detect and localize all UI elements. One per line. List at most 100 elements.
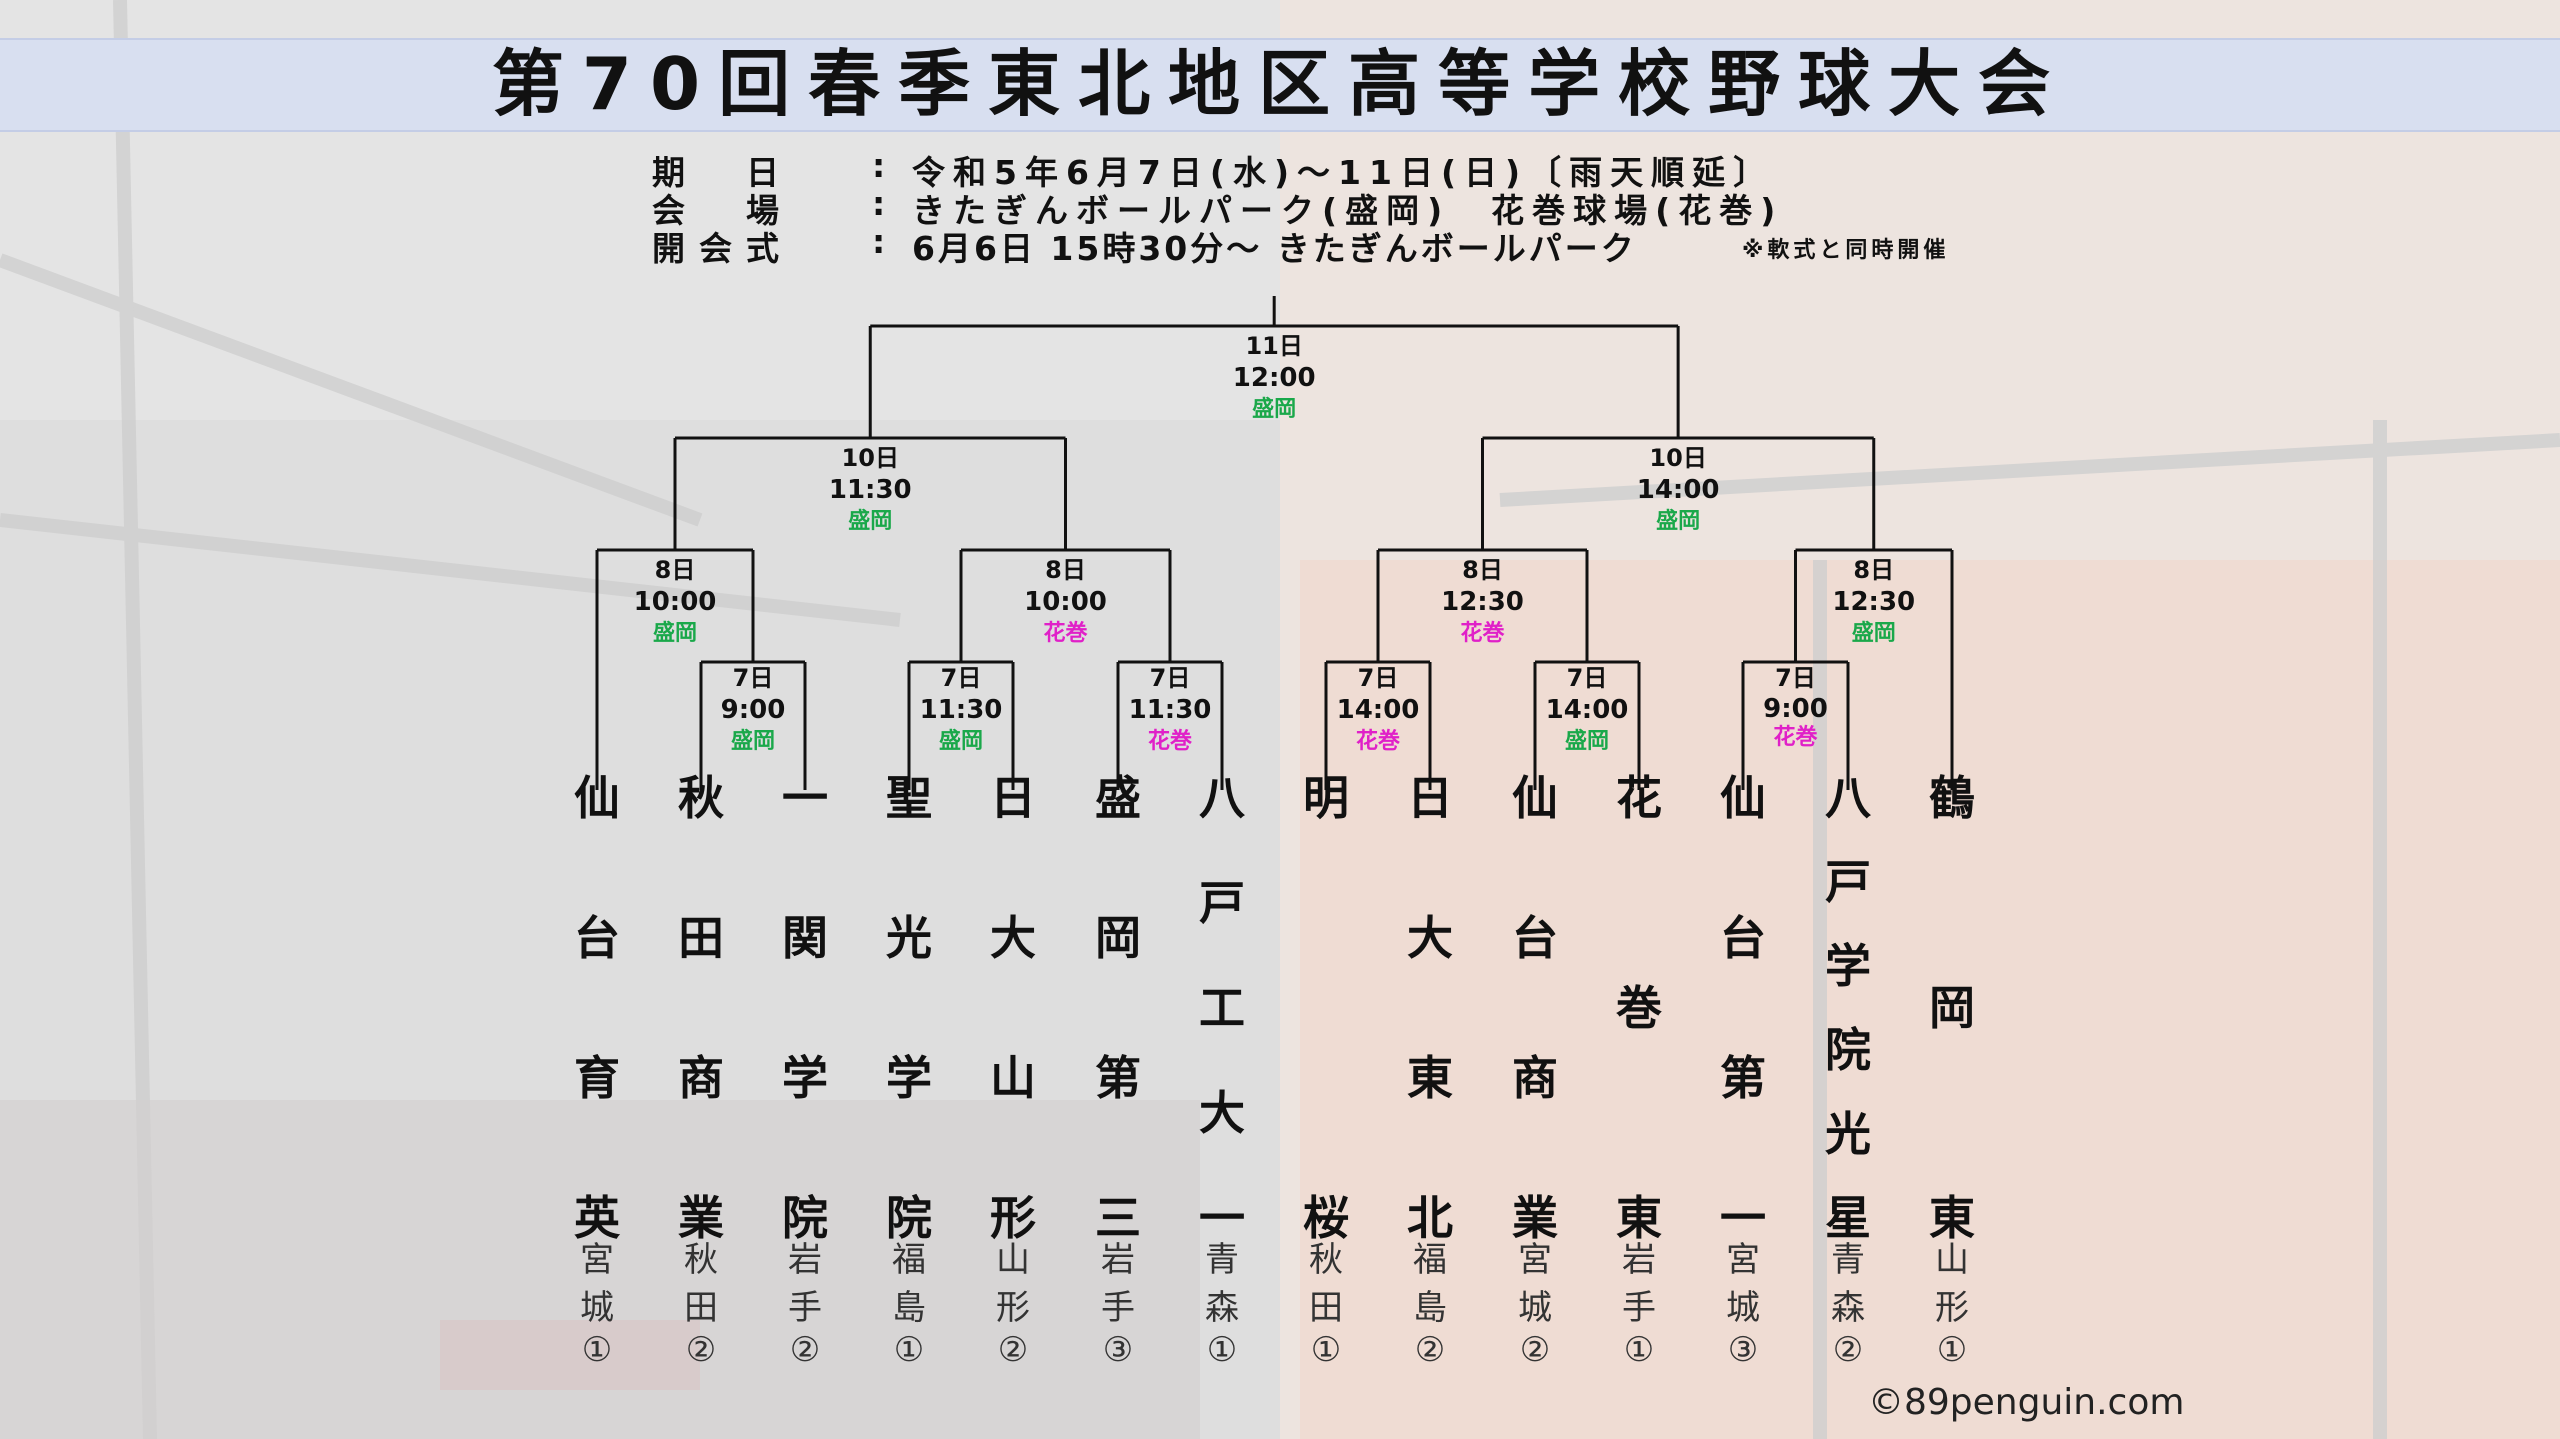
game-time-label: 9:00	[721, 695, 786, 725]
info-value-opening: 6月6日 15時30分～ きたぎんボールパーク	[912, 229, 1637, 268]
game-day-label: 11日	[1245, 332, 1302, 360]
game-venue-label: 盛岡	[848, 508, 892, 534]
team-prefecture-char: 形	[1935, 1288, 1969, 1328]
team-prefecture-char: 山	[996, 1240, 1030, 1280]
team-name-char: 東	[1929, 1191, 1975, 1245]
team-name-char: 一	[1199, 1191, 1245, 1245]
team-name-char: 東	[1616, 1191, 1662, 1245]
team-name-char: 明	[1303, 771, 1349, 825]
team-name-char: 岡	[1929, 981, 1975, 1035]
team-name-char: 工	[1199, 981, 1245, 1035]
game-venue-label: 盛岡	[1852, 620, 1896, 646]
team-seed-badge: ②	[789, 1330, 821, 1370]
game-day-label: 7日	[941, 664, 982, 692]
team-name-char: 商	[1512, 1051, 1558, 1105]
team-name-char: 巻	[1616, 981, 1662, 1035]
game-venue-label: 盛岡	[1252, 396, 1296, 422]
team-prefecture-char: 城	[1518, 1288, 1552, 1328]
game-day-label: 8日	[1462, 556, 1503, 584]
team-name-char: 大	[1407, 911, 1453, 965]
team-name-char: 光	[886, 911, 932, 965]
team-seed-badge: ①	[1310, 1330, 1342, 1370]
game-day-label: 7日	[733, 664, 774, 692]
team-prefecture-char: 福	[892, 1240, 926, 1280]
team-name-char: 北	[1407, 1191, 1453, 1245]
team-seed-badge: ①	[1623, 1330, 1655, 1370]
game-venue-label: 盛岡	[1565, 728, 1609, 754]
game-venue-label: 盛岡	[653, 620, 697, 646]
team-prefecture-char: 田	[1309, 1288, 1343, 1328]
team-name-char: 三	[1095, 1191, 1141, 1245]
team-name-char: 一	[782, 771, 828, 825]
page-title: 第70回春季東北地区高等学校野球大会	[491, 42, 2069, 126]
team-name-char: 形	[990, 1191, 1036, 1245]
team-name-char: 院	[1825, 1023, 1871, 1077]
team-name-char: 花	[1616, 771, 1662, 825]
game-time-label: 10:00	[1024, 587, 1107, 617]
game-day-label: 10日	[842, 444, 899, 472]
team-name-char: 八	[1199, 771, 1245, 825]
team-name-char: 台	[1512, 911, 1558, 965]
copyright-text: ©89penguin.com	[1868, 1382, 2185, 1423]
team-prefecture-char: 秋	[1309, 1240, 1343, 1280]
team-prefecture-char: 森	[1831, 1288, 1865, 1328]
team-name-char: 仙	[1512, 771, 1558, 825]
team-seed-badge: ②	[1519, 1330, 1551, 1370]
game-venue-label: 盛岡	[939, 728, 983, 754]
game-day-label: 7日	[1358, 664, 1399, 692]
team-prefecture-char: 宮	[580, 1240, 614, 1280]
team-prefecture-char: 手	[788, 1288, 822, 1328]
team-name-char: 学	[886, 1051, 932, 1105]
game-venue-label: 花巻	[1773, 724, 1817, 750]
team-name-char: 光	[1825, 1107, 1871, 1161]
team-name-char: 台	[1720, 911, 1766, 965]
team-prefecture-char: 岩	[1622, 1240, 1656, 1280]
team-name-char: 商	[678, 1051, 724, 1105]
game-time-label: 11:30	[1129, 695, 1212, 725]
team-seed-badge: ①	[893, 1330, 925, 1370]
team-name-char: 第	[1095, 1051, 1141, 1105]
game-time-label: 11:30	[920, 695, 1003, 725]
team-name-char: 大	[1199, 1086, 1245, 1140]
team-name-char: 第	[1720, 1051, 1766, 1105]
game-day-label: 8日	[1045, 556, 1086, 584]
game-time-label: 12:30	[1441, 587, 1524, 617]
team-name-char: 業	[678, 1191, 724, 1245]
team-prefecture-char: 城	[580, 1288, 614, 1328]
team-name-char: 山	[990, 1051, 1036, 1105]
team-seed-badge: ②	[1414, 1330, 1446, 1370]
game-venue-label: 盛岡	[731, 728, 775, 754]
game-time-label: 12:00	[1233, 363, 1316, 393]
info-value-dates: 令和5年6月7日(水)～11日(日)〔雨天順延〕	[912, 153, 1775, 192]
team-seed-badge: ②	[997, 1330, 1029, 1370]
team-name-char: 田	[678, 911, 724, 965]
team-name-char: 仙	[574, 771, 620, 825]
game-day-label: 8日	[1853, 556, 1894, 584]
team-seed-badge: ③	[1102, 1330, 1134, 1370]
info-colon: :	[872, 184, 886, 223]
game-day-label: 7日	[1567, 664, 1608, 692]
team-prefecture-char: 田	[684, 1288, 718, 1328]
team-prefecture-char: 宮	[1726, 1240, 1760, 1280]
team-prefecture-char: 宮	[1518, 1240, 1552, 1280]
game-venue-label: 花巻	[1460, 620, 1504, 646]
team-seed-badge: ③	[1727, 1330, 1759, 1370]
team-seed-badge: ②	[1832, 1330, 1864, 1370]
team-prefecture-char: 島	[892, 1288, 926, 1328]
team-name-char: 盛	[1095, 771, 1141, 825]
game-time-label: 10:00	[634, 587, 717, 617]
info-label-opening: 開会式	[652, 229, 793, 268]
team-name-char: 星	[1825, 1191, 1871, 1245]
team-prefecture-char: 手	[1622, 1288, 1656, 1328]
game-venue-label: 花巻	[1356, 728, 1400, 754]
team-name-char: 八	[1825, 771, 1871, 825]
team-prefecture-char: 形	[996, 1288, 1030, 1328]
team-name-char: 学	[782, 1051, 828, 1105]
team-prefecture-char: 城	[1726, 1288, 1760, 1328]
team-seed-badge: ①	[581, 1330, 613, 1370]
game-venue-label: 花巻	[1043, 620, 1087, 646]
team-name-char: 院	[886, 1191, 932, 1245]
team-prefecture-char: 島	[1413, 1288, 1447, 1328]
team-name-char: 大	[990, 911, 1036, 965]
